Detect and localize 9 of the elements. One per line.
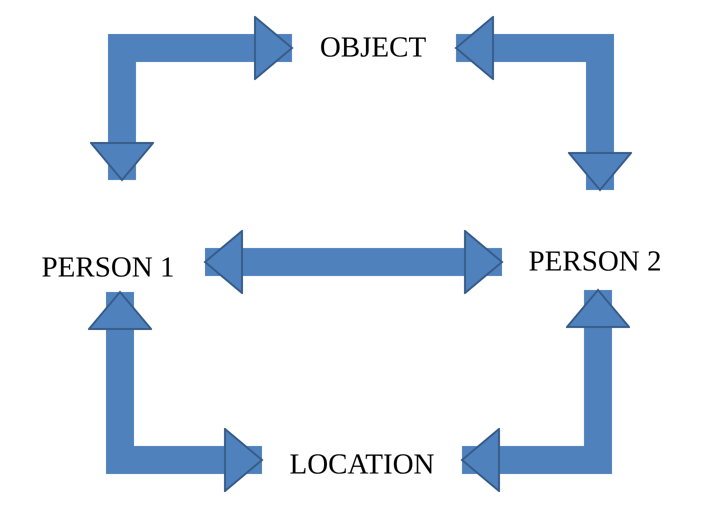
text-label: PERSON 1 bbox=[42, 254, 174, 282]
text-label: OBJECT bbox=[320, 34, 426, 62]
double-block-arrow bbox=[461, 289, 630, 492]
double-block-arrow bbox=[90, 16, 293, 181]
text-label: PERSON 2 bbox=[528, 248, 662, 276]
double-block-arrow bbox=[88, 291, 263, 492]
double-block-arrow bbox=[455, 16, 632, 191]
double-block-arrow bbox=[204, 230, 503, 294]
text-label: LOCATION bbox=[290, 450, 434, 480]
